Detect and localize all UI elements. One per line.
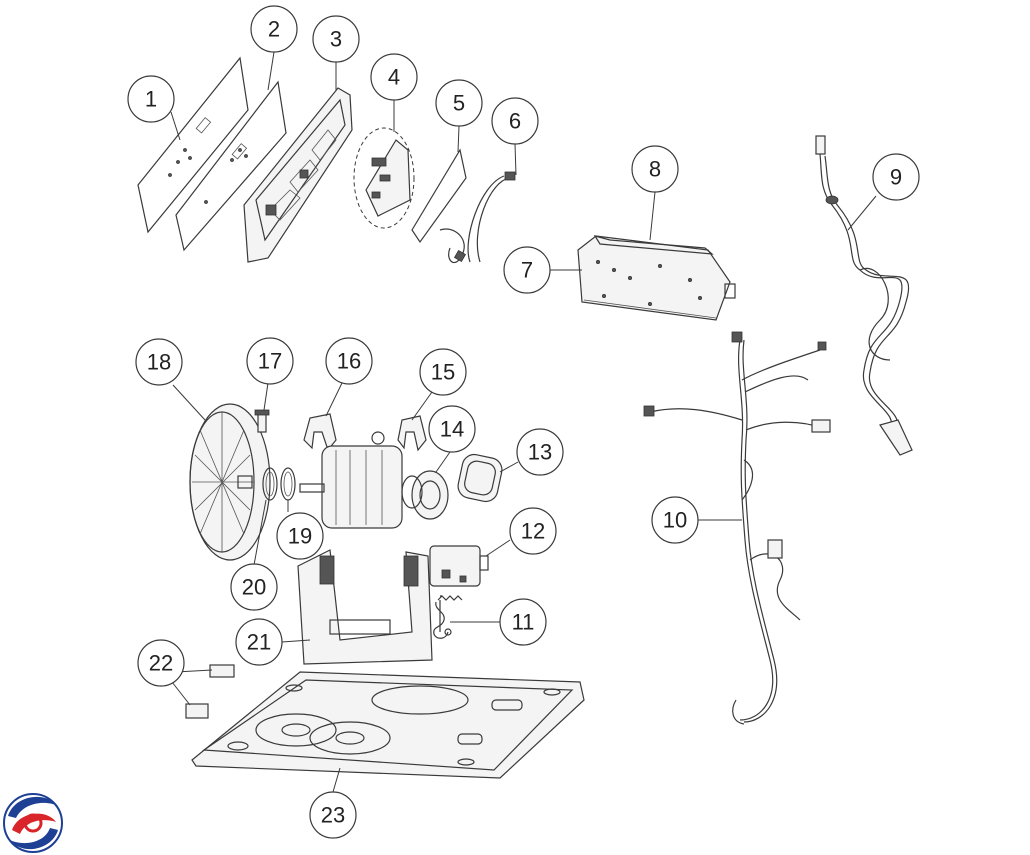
callout-2: 2 (250, 5, 298, 53)
callout-label: 20 (242, 575, 266, 600)
callout-label: 9 (890, 165, 902, 190)
callout-label: 14 (440, 417, 464, 442)
callout-9: 9 (872, 153, 920, 201)
callout-label: 12 (521, 519, 545, 544)
callout-label: 19 (288, 524, 312, 549)
callout-label: 21 (247, 630, 271, 655)
leader-lines (170, 51, 877, 793)
callout-label: 8 (649, 157, 661, 182)
callout-4: 4 (370, 53, 418, 101)
part-17-screw (254, 409, 270, 433)
callout-13: 13 (516, 428, 564, 476)
callout-8: 8 (631, 145, 679, 193)
callout-label: 3 (330, 27, 342, 52)
part-4-control-board (353, 127, 415, 229)
part-6-cable-loom (439, 171, 516, 264)
part-14-pulley (401, 470, 449, 520)
callout-22: 22 (137, 639, 185, 687)
callout-7: 7 (503, 246, 551, 294)
callout-label: 6 (509, 109, 521, 134)
callout-label: 11 (512, 610, 535, 635)
part-7-8-electronics-box (577, 235, 736, 321)
callout-label: 10 (663, 508, 687, 533)
callout-label: 5 (453, 91, 465, 116)
part-22-clips (185, 664, 235, 719)
callout-17: 17 (246, 337, 294, 385)
callout-label: 16 (337, 349, 361, 374)
callout-19: 19 (276, 512, 324, 560)
callout-label: 22 (149, 651, 173, 676)
part-9-power-cord (815, 135, 913, 456)
part-21-motor-mount (297, 549, 433, 665)
callout-label: 4 (388, 65, 400, 90)
part-3-control-housing (243, 87, 353, 263)
callout-14: 14 (428, 405, 476, 453)
callout-10: 10 (651, 496, 699, 544)
callout-23: 23 (309, 791, 357, 839)
callout-12: 12 (509, 507, 557, 555)
callout-11: 11 (499, 598, 547, 646)
part-2-panel-decal (175, 80, 287, 252)
callout-3: 3 (312, 15, 360, 63)
callout-21: 21 (235, 618, 283, 666)
callout-label: 13 (528, 440, 552, 465)
brand-logo (3, 793, 63, 853)
part-10-wiring-harness (643, 331, 831, 725)
callout-label: 7 (521, 258, 533, 283)
callout-label: 18 (147, 350, 171, 375)
part-23-base-plate (191, 671, 585, 779)
callout-16: 16 (325, 337, 373, 385)
callout-label: 1 (145, 87, 157, 112)
part-11-spring (433, 595, 463, 639)
callout-5: 5 (435, 79, 483, 127)
callout-label: 2 (268, 17, 280, 42)
callout-label: 15 (431, 360, 455, 385)
part-13-belt (457, 453, 503, 503)
callout-1: 1 (127, 75, 175, 123)
callout-20: 20 (230, 563, 278, 611)
callout-18: 18 (135, 338, 183, 386)
part-15-16-motor-clamps (303, 413, 427, 452)
part-1-panel-overlay (137, 56, 249, 234)
part-18-fan-impeller (189, 403, 271, 561)
drive-motor (299, 431, 403, 529)
part-5-trim-strip (411, 148, 467, 244)
callout-label: 23 (321, 803, 345, 828)
callout-label: 17 (258, 349, 282, 374)
callout-6: 6 (491, 97, 539, 145)
callout-15: 15 (419, 348, 467, 396)
part-12-capacitor (429, 545, 489, 587)
